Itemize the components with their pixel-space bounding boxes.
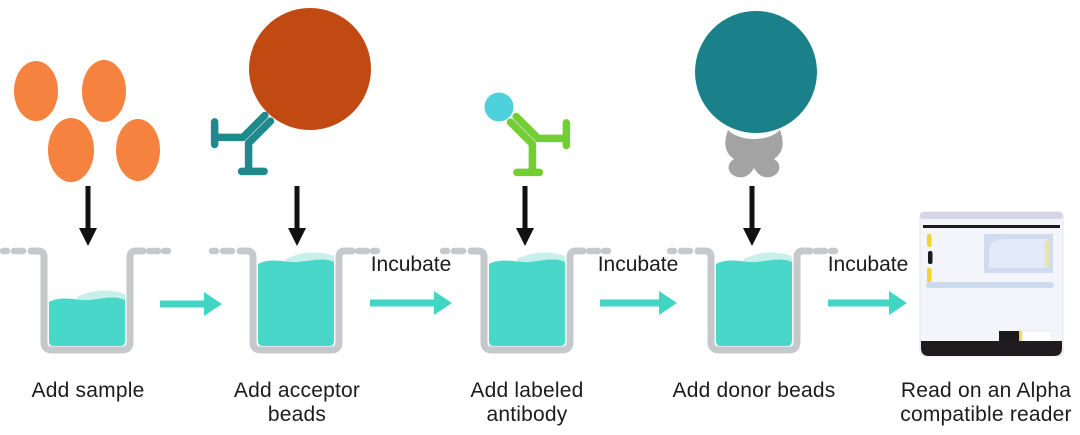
- analyte-oval: [48, 118, 94, 182]
- microplate-well-icon: [0, 247, 172, 354]
- antibody-light-chain: [237, 167, 268, 176]
- flow-arrow-icon: [828, 291, 907, 315]
- down-arrow-icon: [516, 186, 534, 246]
- flow-arrow-icon: [160, 292, 222, 316]
- step-label-add-donor-beads: Add donor beads: [672, 379, 836, 402]
- step-label-add-sample: Add sample: [31, 379, 145, 402]
- liquid: [716, 259, 792, 346]
- alpha-plate-reader-icon: [919, 211, 1064, 357]
- down-arrow-icon: [288, 186, 306, 246]
- analyte-oval: [14, 61, 58, 121]
- microplate-well-icon: [208, 247, 381, 354]
- reader-slot-white: [1021, 330, 1053, 343]
- sample-analyte-ovals-icon: [14, 60, 160, 182]
- incubate-label-3: Incubate: [827, 253, 909, 276]
- reader-base: [921, 341, 1062, 356]
- detection-label-icon: [484, 92, 514, 122]
- flow-arrow-icon: [600, 291, 677, 315]
- reader-indicator-yellow: [927, 268, 932, 283]
- antibody-light-chain: [562, 119, 571, 150]
- antibody-light-chain: [210, 118, 219, 149]
- well-outline: [27, 247, 147, 354]
- incubate-label-1: Incubate: [370, 253, 452, 276]
- reader-top-strip: [920, 212, 1063, 219]
- analyte-oval: [82, 60, 126, 122]
- antibody-light-chain: [513, 168, 544, 177]
- microplate-well-icon: [666, 247, 839, 354]
- down-arrow-icon: [79, 186, 97, 246]
- reader-indicator-black: [928, 251, 933, 264]
- antibody-icon: [210, 111, 275, 176]
- streptavidin-icon: [725, 130, 783, 178]
- liquid: [258, 259, 334, 346]
- well-outline: [694, 247, 814, 354]
- acceptor-bead-with-antibody-icon: [249, 8, 371, 130]
- analyte-oval: [116, 119, 160, 181]
- well-outline: [236, 247, 356, 354]
- labeled-antibody-icon: [506, 112, 571, 177]
- antibody-heavy-chain: [212, 111, 269, 142]
- reader-screen-glint: [1045, 241, 1049, 267]
- liquid: [489, 259, 565, 346]
- reader-divider-strip: [926, 282, 1054, 288]
- microplate-well-icon: [439, 247, 612, 354]
- down-arrow-icon: [743, 186, 761, 246]
- step-label-add-acceptor-beads: Add acceptor beads: [233, 379, 361, 426]
- flow-arrow-icon: [370, 291, 452, 315]
- donor-bead-with-streptavidin-icon: [695, 11, 817, 133]
- flow-arrows: [160, 291, 907, 316]
- incubate-label-2: Incubate: [597, 253, 679, 276]
- antibody-heavy-chain: [512, 112, 569, 143]
- step-label-add-labeled-antibody: Add labeled antibody: [470, 379, 584, 426]
- well-outline: [467, 247, 587, 354]
- reader-slot-black: [999, 331, 1019, 342]
- reader-top-line: [923, 225, 1060, 228]
- antibody-heavy-chain: [244, 117, 275, 174]
- reader-screen-inner: [989, 239, 1048, 268]
- reader-slot-glint: [1019, 331, 1022, 342]
- antibody-heavy-chain: [506, 118, 537, 175]
- liquid: [49, 297, 125, 346]
- step-label-read-on-reader: Read on an Alpha compatible reader: [900, 379, 1072, 426]
- down-arrows: [79, 186, 761, 246]
- reader-indicator-yellow: [927, 234, 932, 247]
